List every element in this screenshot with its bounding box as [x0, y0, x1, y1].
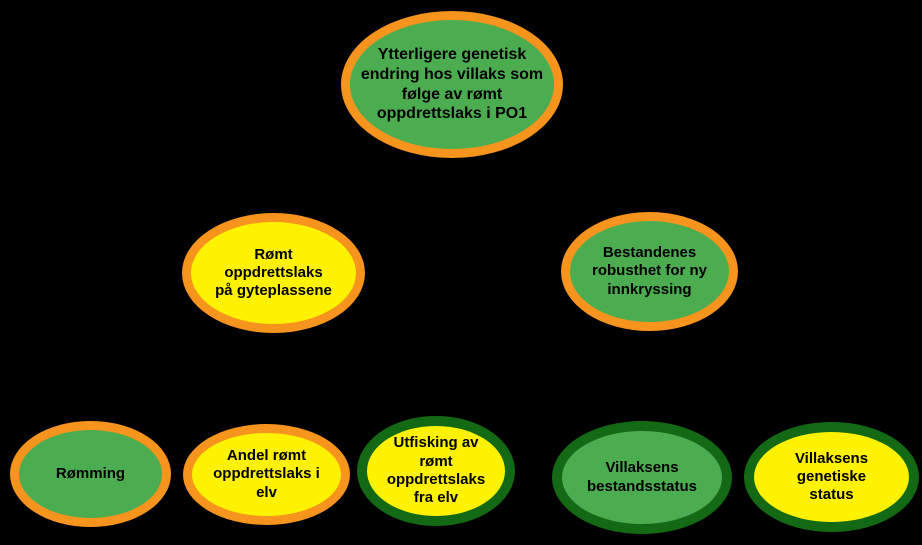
node-label: Villaksens genetiske status: [794, 449, 869, 504]
node-andel-romt-oppdrettslaks-i-elv: Andel rømt oppdrettslaks i elv: [183, 424, 350, 525]
node-label: Bestandenes robusthet for ny innkryssing: [592, 244, 707, 298]
node-romming: Rømming: [10, 421, 171, 527]
node-villaksens-bestandsstatus: Villaksens bestandsstatus: [552, 421, 732, 534]
node-label: Andel rømt oppdrettslaks i elv: [213, 447, 320, 501]
node-utfisking-av-romt-oppdrettslaks: Utfisking av rømt oppdrettslaks fra elv: [357, 416, 515, 526]
node-ytterligere-genetisk-endring: Ytterligere genetisk endring hos villaks…: [341, 11, 563, 158]
node-label: Rømt oppdrettslaks på gyteplassene: [215, 245, 332, 300]
node-label: Villaksens bestandsstatus: [586, 459, 698, 495]
node-label: Ytterligere genetisk endring hos villaks…: [360, 46, 544, 123]
node-bestandenes-robusthet: Bestandenes robusthet for ny innkryssing: [561, 212, 738, 331]
node-romt-oppdrettslaks-pa-gyteplassene: Rømt oppdrettslaks på gyteplassene: [182, 213, 365, 333]
node-label: Rømming: [55, 464, 126, 482]
node-label: Utfisking av rømt oppdrettslaks fra elv: [386, 434, 486, 507]
node-villaksens-genetiske-status: Villaksens genetiske status: [744, 422, 919, 532]
